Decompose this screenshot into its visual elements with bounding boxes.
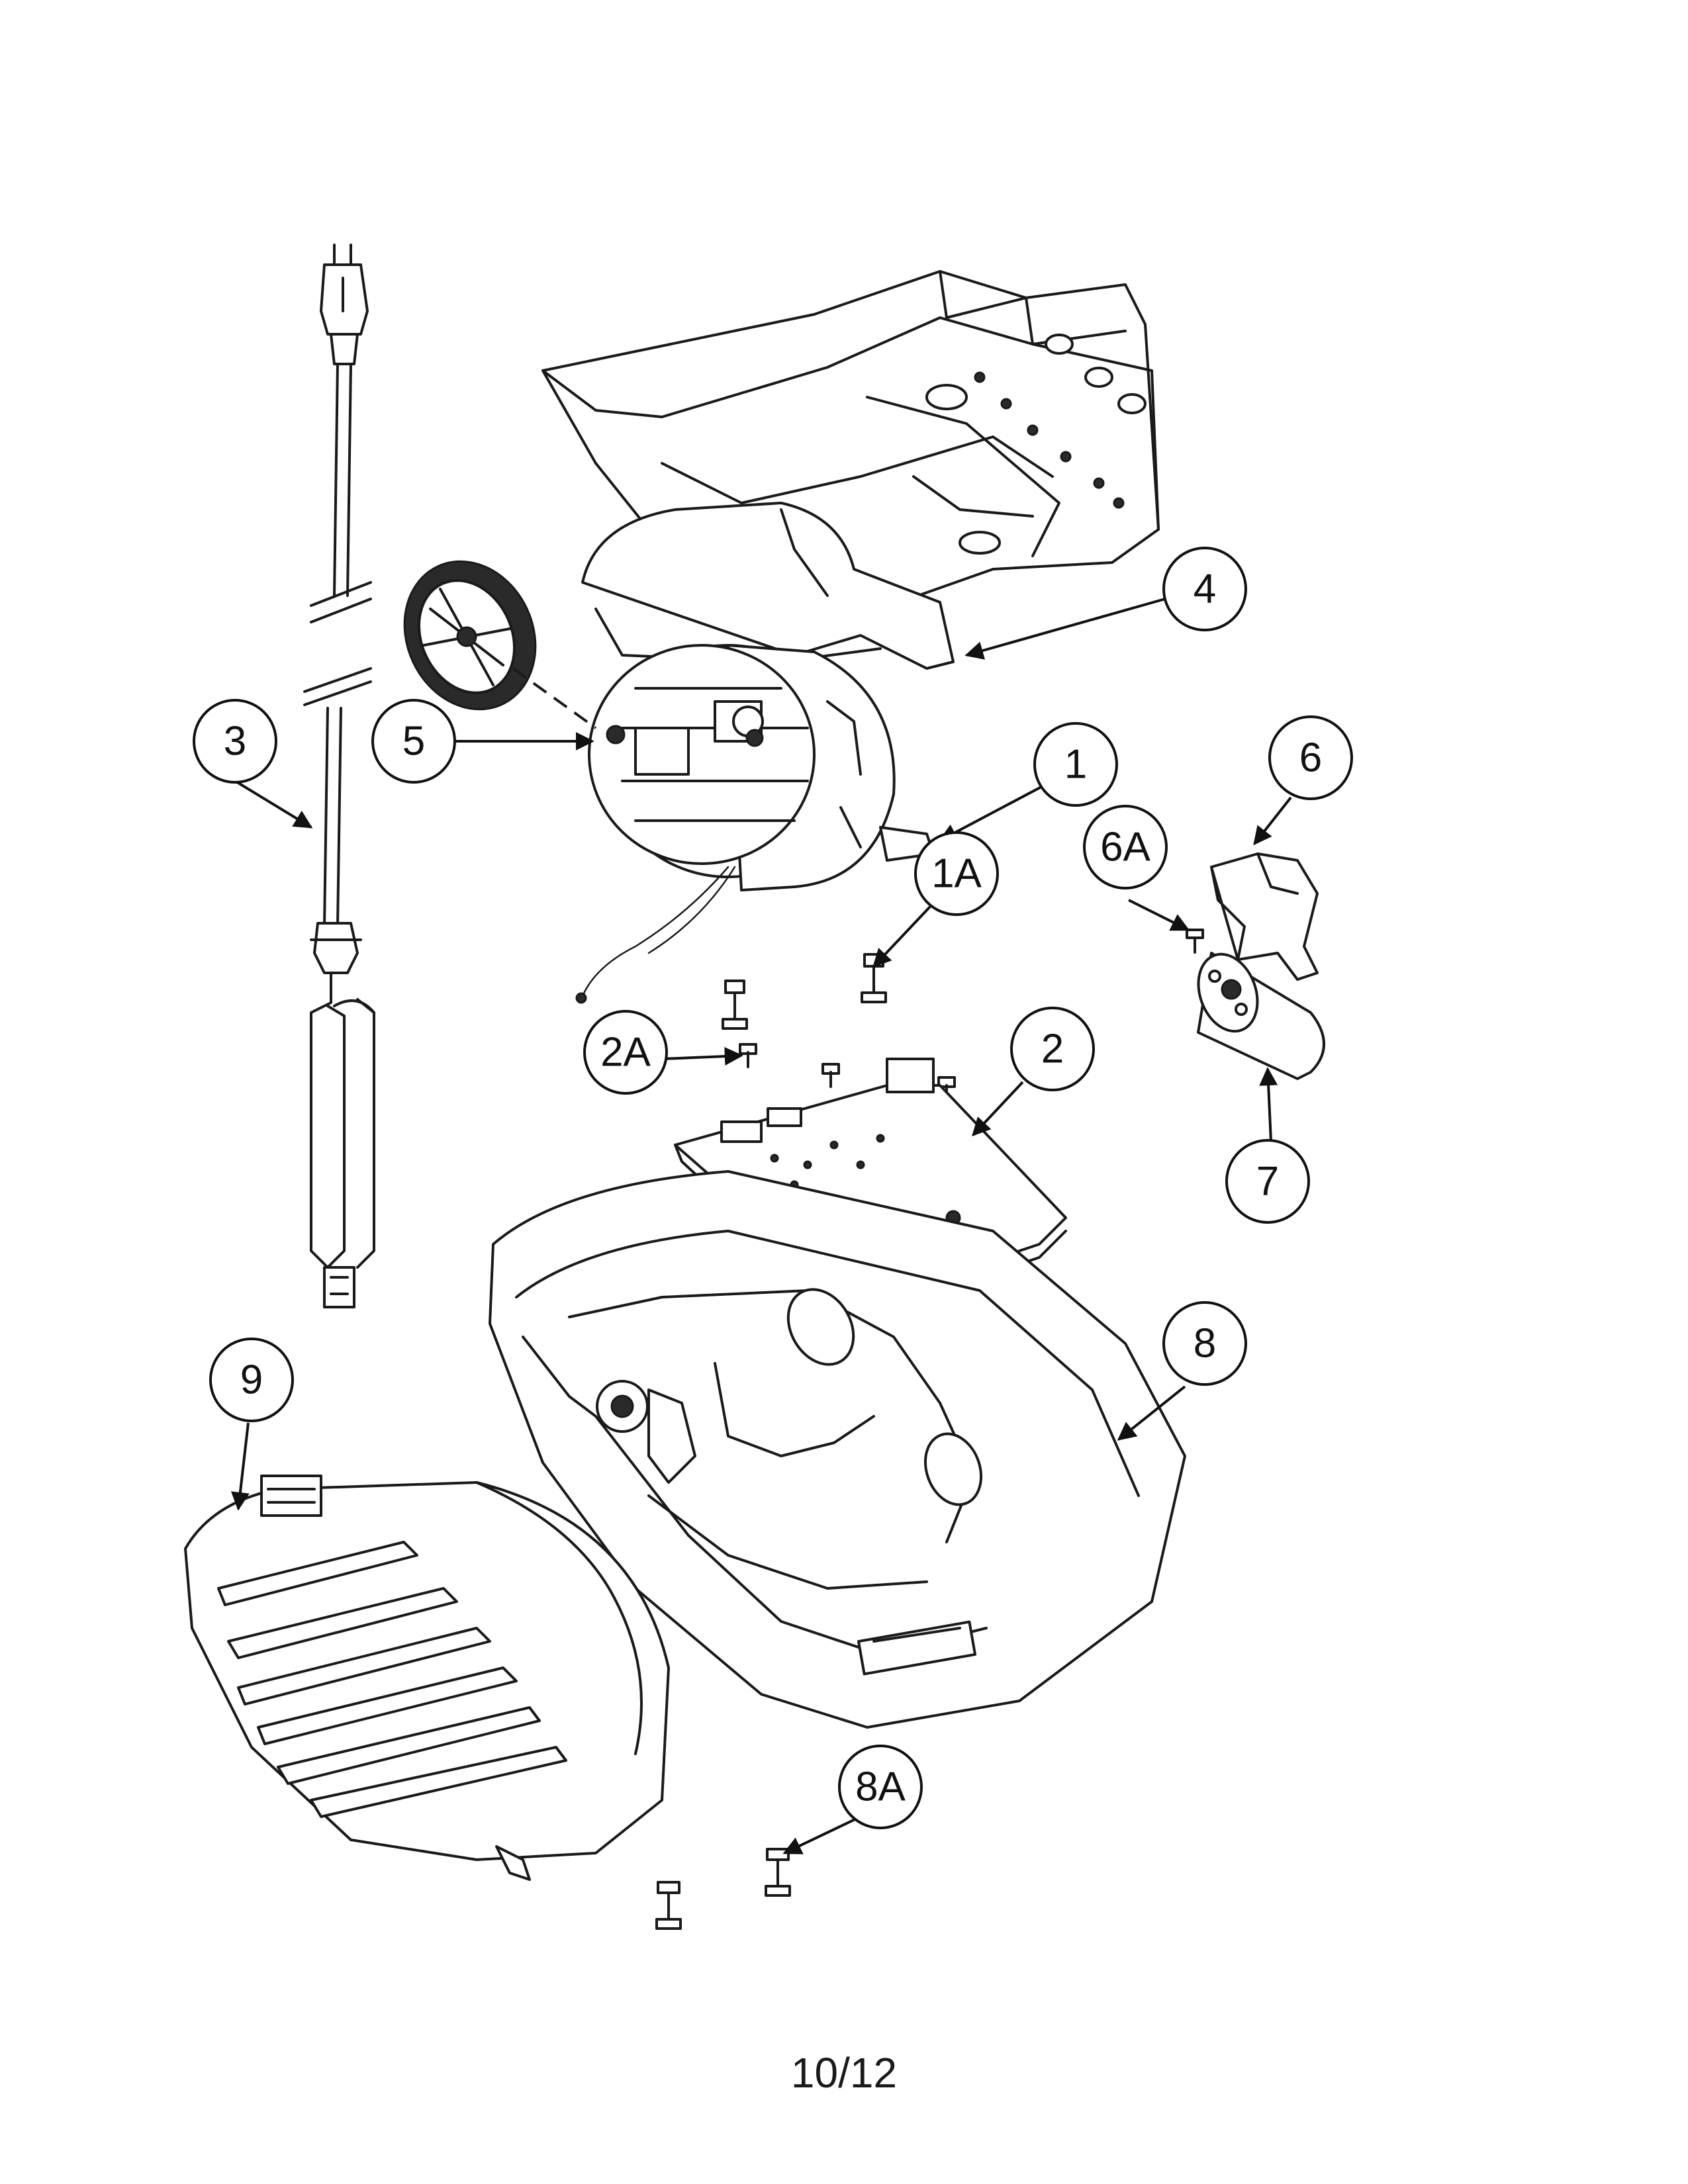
- callout-3: 3: [193, 699, 277, 784]
- callout-1: 1: [1033, 722, 1118, 807]
- callout-9: 9: [209, 1338, 294, 1422]
- callout-7: 7: [1225, 1139, 1310, 1224]
- callout-label: 7: [1256, 1159, 1279, 1205]
- callout-1a: 1A: [914, 831, 999, 916]
- power-cord-drawing: [303, 244, 375, 1308]
- callout-8a: 8A: [838, 1745, 923, 1829]
- callout-label: 6: [1299, 735, 1322, 781]
- light-lens-drawing: [184, 1475, 670, 1881]
- callout-6: 6: [1268, 715, 1353, 800]
- page-number: 10/12: [790, 2049, 898, 2097]
- callout-label: 2A: [600, 1030, 651, 1075]
- callout-label: 4: [1194, 567, 1216, 612]
- capacitor-drawing: [1197, 852, 1325, 1080]
- callout-5: 5: [371, 699, 456, 784]
- chassis-cover-drawing: [489, 1170, 1186, 1729]
- callout-label: 5: [402, 719, 425, 764]
- callout-label: 8: [1194, 1321, 1216, 1367]
- callout-6a: 6A: [1083, 805, 1168, 889]
- callout-label: 3: [224, 719, 246, 764]
- callout-label: 1: [1064, 742, 1087, 788]
- callout-label: 2: [1041, 1026, 1064, 1072]
- callout-8: 8: [1162, 1301, 1247, 1386]
- callout-label: 6A: [1100, 825, 1150, 870]
- motor-drawing: [575, 502, 955, 1004]
- callout-label: 8A: [855, 1764, 906, 1810]
- callout-label: 1A: [931, 851, 982, 897]
- callout-leaders: [230, 598, 1292, 1854]
- callout-2a: 2A: [583, 1010, 668, 1095]
- callout-4: 4: [1162, 547, 1247, 631]
- callout-2: 2: [1010, 1007, 1095, 1091]
- drive-gear-drawing: [403, 560, 626, 745]
- callout-label: 9: [240, 1357, 263, 1403]
